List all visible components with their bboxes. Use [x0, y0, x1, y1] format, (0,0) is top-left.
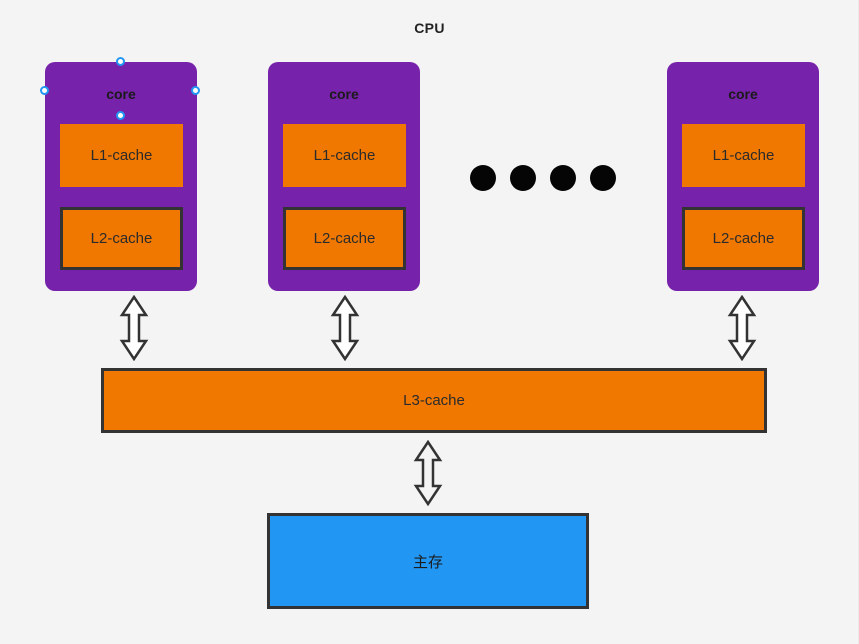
- selection-handle-right[interactable]: [191, 86, 200, 95]
- ellipsis-dot-2: [510, 165, 536, 191]
- arrow-l3-to-memory[interactable]: [413, 439, 443, 511]
- l1-cache-1[interactable]: L1-cache: [60, 124, 183, 187]
- core-label-3: core: [728, 86, 758, 102]
- main-memory-block[interactable]: 主存: [267, 513, 589, 609]
- selection-handle-top[interactable]: [116, 57, 125, 66]
- arrow-core3-to-l3[interactable]: [727, 294, 757, 366]
- page-title: CPU: [414, 20, 445, 36]
- l2-cache-2[interactable]: L2-cache: [283, 207, 406, 270]
- core-block-3[interactable]: core L1-cache L2-cache: [667, 62, 819, 291]
- selection-handle-left[interactable]: [40, 86, 49, 95]
- l1-cache-3[interactable]: L1-cache: [682, 124, 805, 187]
- selection-handle-center[interactable]: [116, 111, 125, 120]
- core-label-1: core: [106, 86, 136, 102]
- arrow-core1-to-l3[interactable]: [119, 294, 149, 366]
- ellipsis-dots: [470, 165, 616, 191]
- l2-cache-1[interactable]: L2-cache: [60, 207, 183, 270]
- l3-cache-block[interactable]: L3-cache: [101, 368, 767, 433]
- arrow-core2-to-l3[interactable]: [330, 294, 360, 366]
- core-block-2[interactable]: core L1-cache L2-cache: [268, 62, 420, 291]
- l1-cache-2[interactable]: L1-cache: [283, 124, 406, 187]
- ellipsis-dot-3: [550, 165, 576, 191]
- core-label-2: core: [329, 86, 359, 102]
- l2-cache-3[interactable]: L2-cache: [682, 207, 805, 270]
- ellipsis-dot-4: [590, 165, 616, 191]
- ellipsis-dot-1: [470, 165, 496, 191]
- core-block-1[interactable]: core L1-cache L2-cache: [45, 62, 197, 291]
